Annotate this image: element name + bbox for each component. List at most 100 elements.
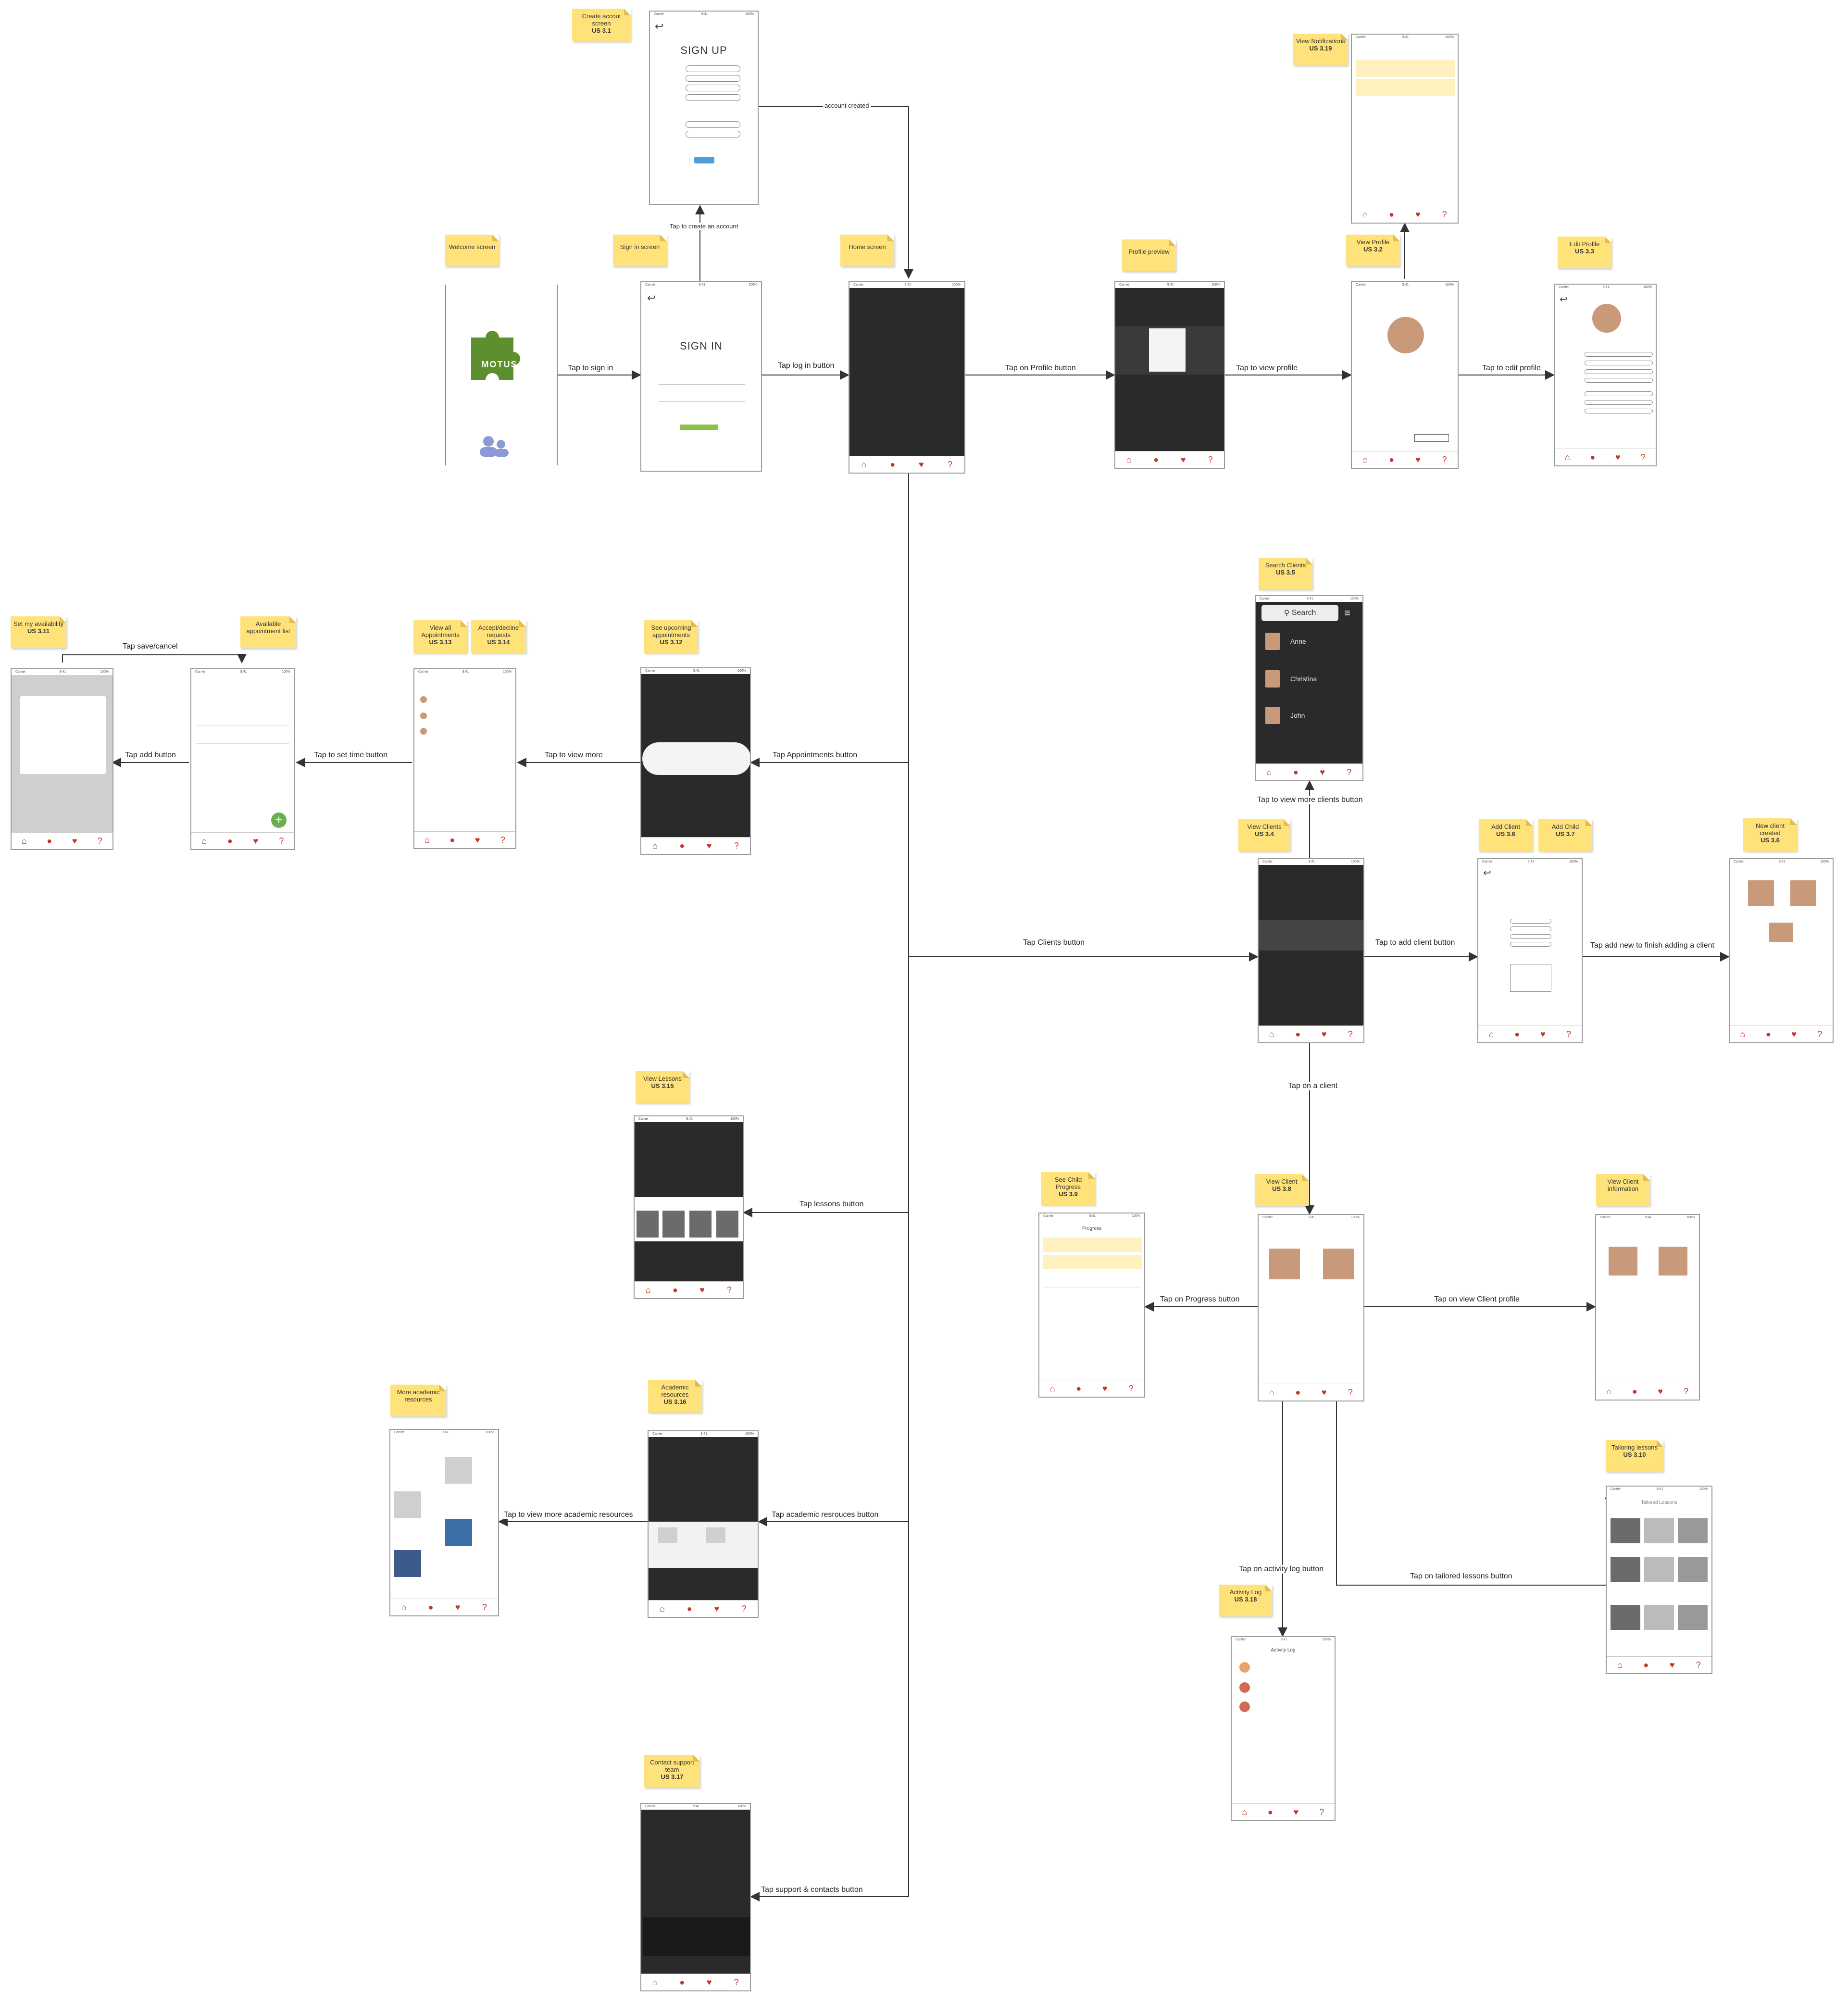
signup-field[interactable] <box>686 121 740 128</box>
home-icon[interactable]: ⌂ <box>1242 1807 1248 1817</box>
edit-button[interactable] <box>1414 434 1449 442</box>
home-icon[interactable]: ⌂ <box>1740 1029 1746 1039</box>
resource-thumbnail[interactable] <box>445 1519 472 1546</box>
resource-thumbnail[interactable] <box>445 1457 472 1484</box>
client-field[interactable] <box>1510 942 1551 947</box>
back-arrow-icon[interactable]: ↩ <box>1483 868 1491 878</box>
lesson-thumbnail[interactable] <box>1644 1557 1674 1582</box>
home-icon[interactable]: ⌂ <box>1362 455 1368 464</box>
profile-icon[interactable]: ● <box>1076 1384 1082 1393</box>
home-icon[interactable]: ⌂ <box>1564 452 1570 462</box>
help-icon[interactable]: ? <box>1684 1387 1689 1396</box>
home-icon[interactable]: ⌂ <box>1269 1388 1274 1397</box>
home-icon[interactable]: ⌂ <box>1266 767 1272 777</box>
help-icon[interactable]: ? <box>482 1602 487 1612</box>
heart-icon[interactable]: ♥ <box>919 460 924 469</box>
resource-thumbnail[interactable] <box>394 1550 421 1577</box>
lesson-thumbnail[interactable] <box>1611 1518 1640 1543</box>
list-item[interactable] <box>1043 1255 1142 1269</box>
home-icon[interactable]: ⌂ <box>652 841 658 850</box>
list-item[interactable] <box>196 697 289 707</box>
help-icon[interactable]: ? <box>500 835 505 845</box>
home-icon[interactable]: ⌂ <box>21 836 27 846</box>
home-icon[interactable]: ⌂ <box>1126 455 1132 464</box>
home-icon[interactable]: ⌂ <box>645 1285 651 1295</box>
profile-icon[interactable]: ● <box>1267 1807 1273 1817</box>
heart-icon[interactable]: ♥ <box>1180 455 1186 464</box>
list-item[interactable] <box>1043 1238 1142 1252</box>
signup-field[interactable] <box>686 131 740 138</box>
client-name[interactable]: John <box>1290 712 1305 719</box>
profile-icon[interactable]: ● <box>428 1602 434 1612</box>
profile-icon[interactable]: ● <box>450 835 455 845</box>
profile-icon[interactable]: ● <box>1590 452 1596 462</box>
profile-icon[interactable]: ● <box>1632 1387 1637 1396</box>
resource-thumbnail[interactable] <box>658 1527 677 1543</box>
profile-field[interactable] <box>1585 361 1653 365</box>
help-icon[interactable]: ? <box>1128 1384 1134 1393</box>
lesson-thumbnail[interactable] <box>689 1211 712 1238</box>
profile-icon[interactable]: ● <box>1153 455 1159 464</box>
list-item[interactable] <box>1044 1276 1139 1288</box>
help-icon[interactable]: ? <box>1696 1660 1701 1670</box>
lesson-thumbnail[interactable] <box>1678 1557 1708 1582</box>
client-field[interactable] <box>1510 934 1551 939</box>
signup-field[interactable] <box>686 85 740 91</box>
lesson-thumbnail[interactable] <box>1678 1518 1708 1543</box>
help-icon[interactable]: ? <box>97 836 102 846</box>
resource-thumbnail[interactable] <box>706 1527 725 1543</box>
profile-icon[interactable]: ● <box>1765 1029 1771 1039</box>
back-arrow-icon[interactable]: ↩ <box>647 292 656 304</box>
profile-icon[interactable]: ● <box>47 836 52 846</box>
heart-icon[interactable]: ♥ <box>455 1602 461 1612</box>
heart-icon[interactable]: ♥ <box>714 1604 720 1613</box>
home-icon[interactable]: ⌂ <box>201 836 207 846</box>
profile-card[interactable] <box>1149 328 1186 372</box>
heart-icon[interactable]: ♥ <box>72 836 77 846</box>
profile-icon[interactable]: ● <box>1389 455 1394 464</box>
home-icon[interactable]: ⌂ <box>1049 1384 1055 1393</box>
client-name[interactable]: Anne <box>1290 638 1306 645</box>
profile-field[interactable] <box>1585 409 1653 413</box>
heart-icon[interactable]: ♥ <box>1102 1384 1108 1393</box>
time-picker[interactable] <box>20 696 106 774</box>
help-icon[interactable]: ? <box>1208 455 1213 464</box>
profile-icon[interactable]: ● <box>679 841 685 850</box>
home-icon[interactable]: ⌂ <box>861 460 867 469</box>
signup-button[interactable] <box>694 157 714 163</box>
help-icon[interactable]: ? <box>948 460 953 469</box>
help-icon[interactable]: ? <box>1348 1388 1353 1397</box>
heart-icon[interactable]: ♥ <box>1669 1660 1675 1670</box>
lesson-thumbnail[interactable] <box>1611 1605 1640 1630</box>
home-icon[interactable]: ⌂ <box>1362 210 1368 219</box>
profile-field[interactable] <box>1585 378 1653 383</box>
heart-icon[interactable]: ♥ <box>1320 767 1325 777</box>
profile-icon[interactable]: ● <box>687 1604 692 1613</box>
help-icon[interactable]: ? <box>1442 455 1447 464</box>
home-icon[interactable]: ⌂ <box>1269 1029 1274 1039</box>
profile-icon[interactable]: ● <box>1295 1029 1301 1039</box>
profile-icon[interactable]: ● <box>1295 1388 1301 1397</box>
profile-icon[interactable]: ● <box>1293 767 1299 777</box>
help-icon[interactable]: ? <box>734 1977 739 1987</box>
heart-icon[interactable]: ♥ <box>1321 1388 1327 1397</box>
heart-icon[interactable]: ♥ <box>1293 1807 1299 1817</box>
lesson-thumbnail[interactable] <box>1611 1557 1640 1582</box>
home-icon[interactable]: ⌂ <box>1488 1029 1494 1039</box>
add-button[interactable]: + <box>271 813 287 828</box>
signup-field[interactable] <box>686 75 740 82</box>
avatar[interactable] <box>1323 1249 1354 1279</box>
list-item[interactable] <box>196 715 289 725</box>
avatar[interactable] <box>1269 1249 1300 1279</box>
heart-icon[interactable]: ♥ <box>1658 1387 1663 1396</box>
back-arrow-icon[interactable]: ↩ <box>1560 294 1568 305</box>
home-icon[interactable]: ⌂ <box>1606 1387 1612 1396</box>
profile-field[interactable] <box>1585 391 1653 396</box>
heart-icon[interactable]: ♥ <box>474 835 480 845</box>
heart-icon[interactable]: ♥ <box>706 1977 712 1987</box>
heart-icon[interactable]: ♥ <box>1540 1029 1546 1039</box>
profile-icon[interactable]: ● <box>1643 1660 1649 1670</box>
client-field[interactable] <box>1510 919 1551 924</box>
notes-field[interactable] <box>1510 964 1551 992</box>
help-icon[interactable]: ? <box>1817 1029 1823 1039</box>
